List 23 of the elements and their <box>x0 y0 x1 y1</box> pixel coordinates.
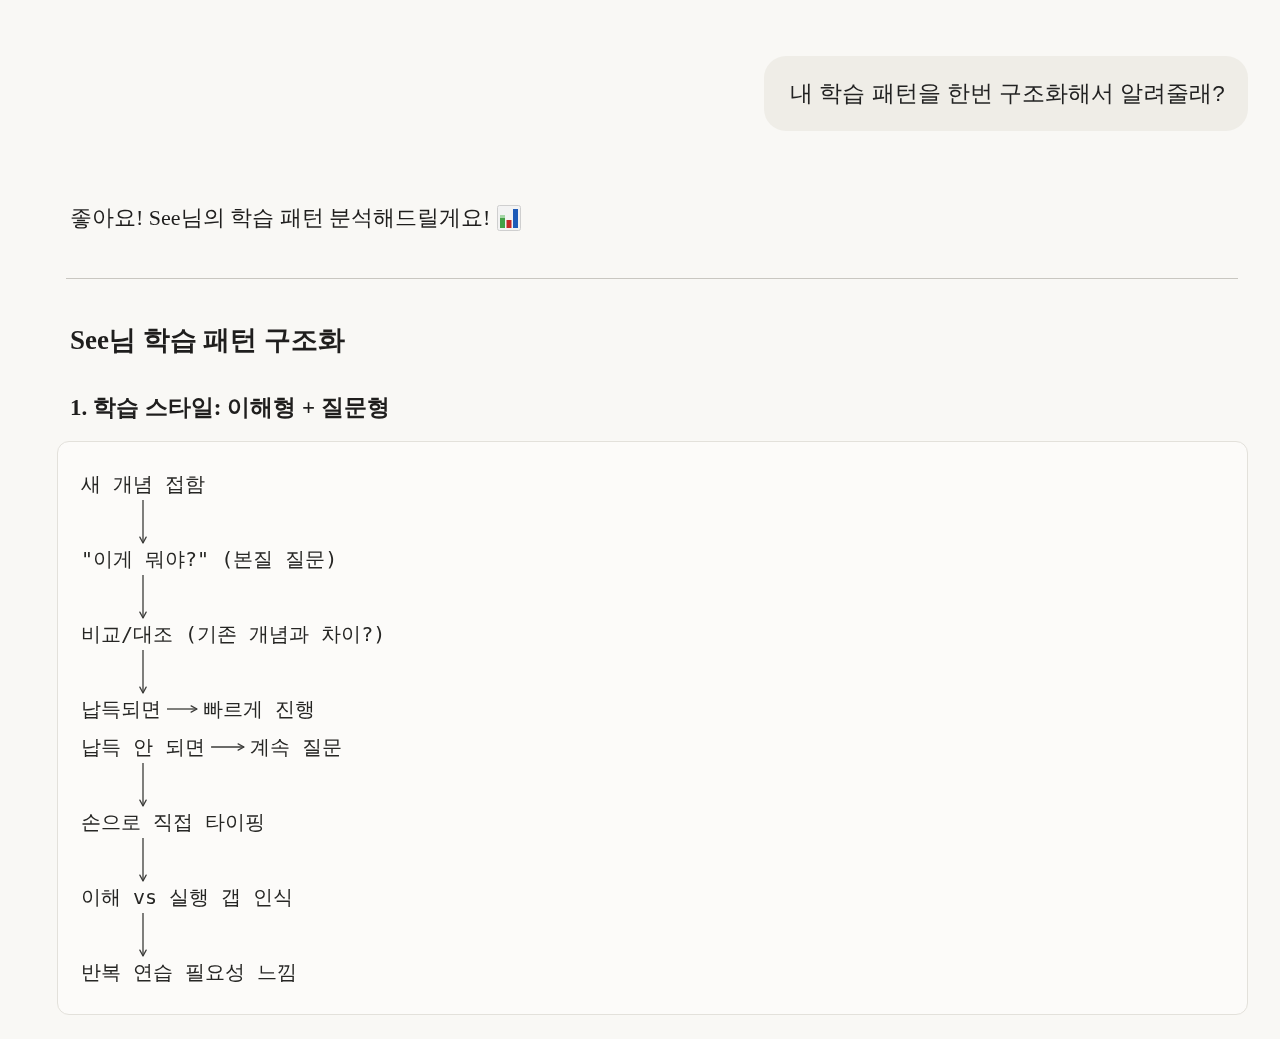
arrow <box>139 499 147 544</box>
reply-text: 좋아요! See님의 학습 패턴 분석해드릴게요! <box>70 204 491 232</box>
step-text: 빠르게 진행 <box>203 697 316 721</box>
step-text: 계속 질문 <box>250 735 343 759</box>
subheading: 1. 학습 스타일: 이해형 + 질문형 <box>70 394 390 422</box>
arrow <box>139 912 147 957</box>
step-text: 반복 연습 필요성 느낌 <box>81 960 298 984</box>
message-bubble: 내 학습 패턴을 한번 구조화해서 알려줄래? <box>764 56 1248 131</box>
step-text: 이해 vs 실행 갭 인식 <box>81 885 294 909</box>
arrow <box>139 649 147 694</box>
heading: See님 학습 패턴 구조화 <box>70 324 346 356</box>
arrow <box>166 705 198 713</box>
step-text: "이게 뭐야?" (본질 질문) <box>81 547 338 571</box>
arrow <box>139 762 147 807</box>
arrow <box>139 574 147 619</box>
step-text: 새 개념 접함 <box>81 472 206 496</box>
arrow <box>210 743 245 751</box>
step-text: 손으로 직접 타이핑 <box>81 810 266 834</box>
step-text: 납득 안 되면 <box>81 735 206 759</box>
code-block <box>57 441 1248 1015</box>
arrow <box>139 837 147 882</box>
step-text: 납득되면 <box>81 697 161 721</box>
step-text: 비교/대조 (기존 개념과 차이?) <box>81 622 386 646</box>
